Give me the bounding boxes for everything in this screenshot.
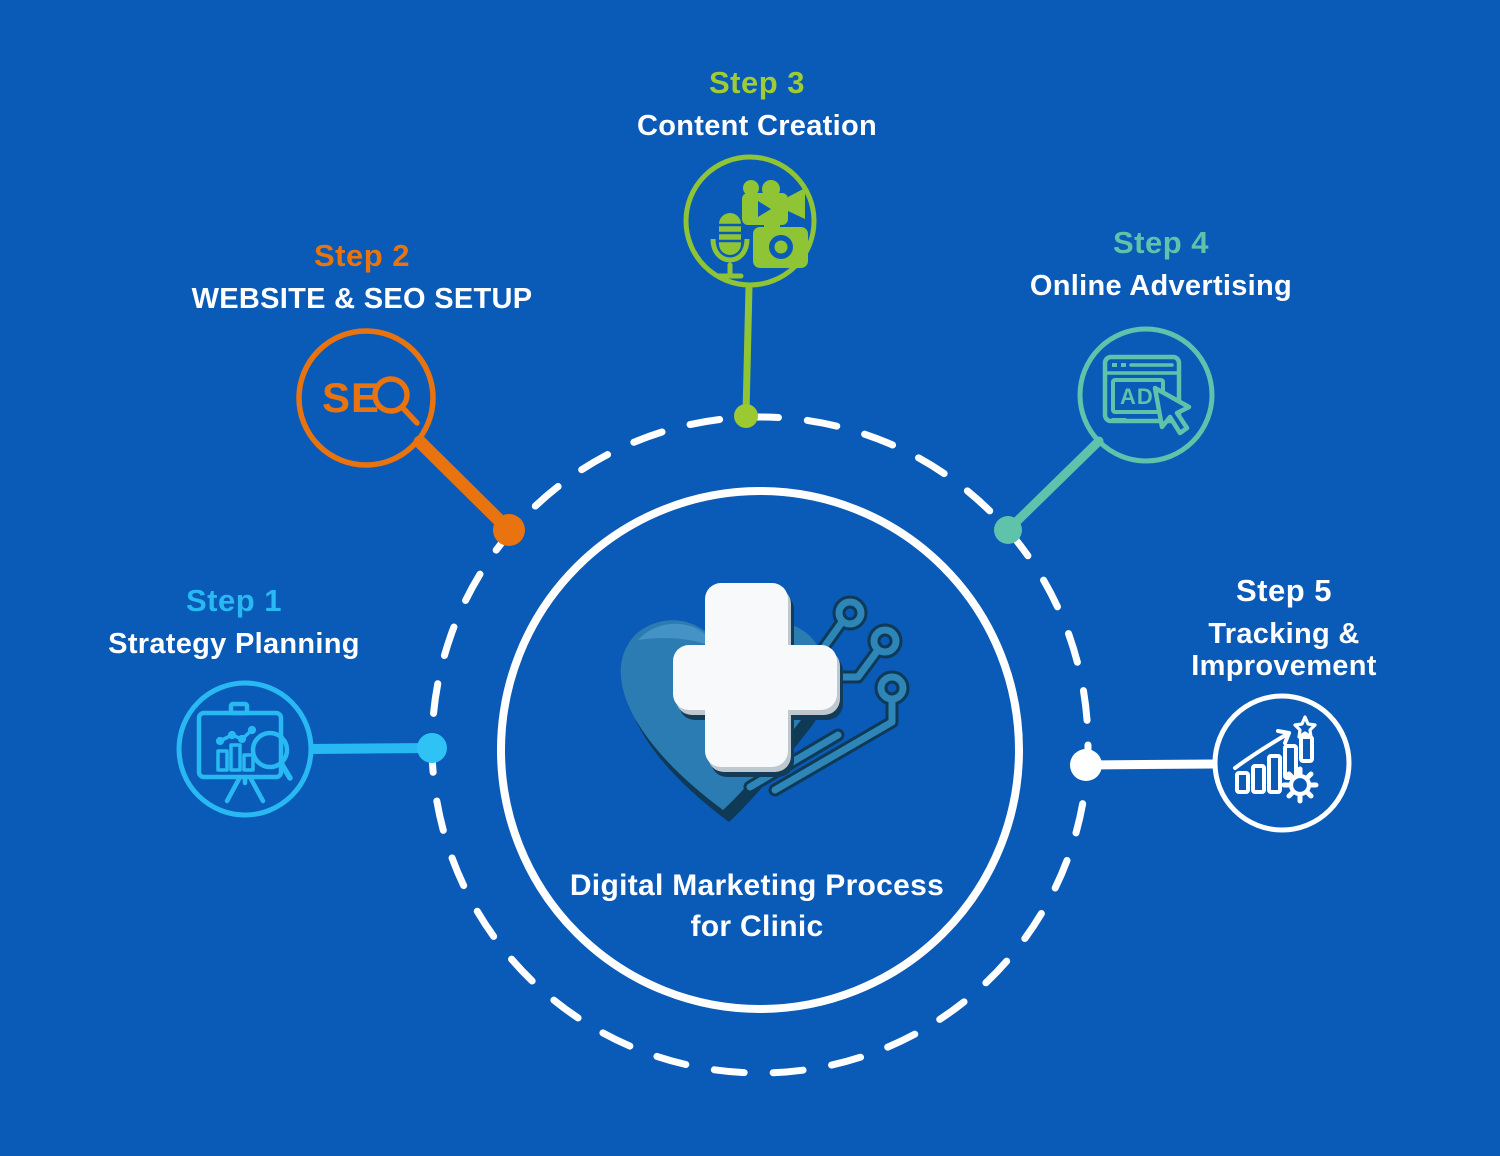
seo-magnifier-icon: SE bbox=[296, 328, 436, 468]
step4-title: Online Advertising bbox=[1029, 270, 1293, 302]
step2-title: WEBSITE & SEO SETUP bbox=[191, 283, 533, 315]
solid-white-circle bbox=[497, 487, 1023, 1013]
step5-title: Tracking & Improvement bbox=[1191, 618, 1377, 683]
connector-step2 bbox=[413, 435, 525, 546]
gear-icon bbox=[1281, 766, 1319, 804]
online-advertising-browser-icon: AD bbox=[1077, 326, 1215, 464]
step1-title: Strategy Planning bbox=[108, 628, 360, 660]
step3-label-block: Step 3 Content Creation bbox=[637, 65, 877, 142]
strategy-planning-presentation-icon bbox=[176, 680, 314, 818]
connector-step4 bbox=[994, 436, 1104, 544]
step4-label: Step 4 bbox=[1112, 225, 1210, 260]
step5-label: Step 5 bbox=[1235, 573, 1333, 608]
step4-label-block: Step 4 Online Advertising bbox=[1030, 225, 1292, 302]
step3-title: Content Creation bbox=[636, 110, 878, 142]
center-title: Digital Marketing Process for Clinic bbox=[569, 869, 945, 943]
cursor-arrow-icon bbox=[1152, 385, 1192, 436]
star-icon bbox=[1293, 715, 1317, 739]
medical-heart-cross-circuit-logo bbox=[620, 583, 910, 822]
connector-step5 bbox=[1070, 749, 1215, 781]
seo-icon-text: SE bbox=[322, 374, 380, 421]
step5-label-block: Step 5 Tracking & Improvement bbox=[1159, 573, 1409, 683]
content-creation-media-icon bbox=[683, 154, 817, 288]
connector-step3 bbox=[734, 285, 758, 428]
tracking-improvement-chart-icon bbox=[1212, 693, 1352, 833]
step1-label: Step 1 bbox=[185, 583, 283, 618]
medical-cross bbox=[673, 583, 843, 777]
step3-label: Step 3 bbox=[708, 65, 806, 100]
step2-label-block: Step 2 WEBSITE & SEO SETUP bbox=[192, 238, 533, 315]
step2-label: Step 2 bbox=[313, 238, 411, 273]
ad-icon-text: AD bbox=[1120, 384, 1154, 409]
step1-label-block: Step 1 Strategy Planning bbox=[108, 583, 360, 660]
connector-step1 bbox=[308, 733, 447, 763]
